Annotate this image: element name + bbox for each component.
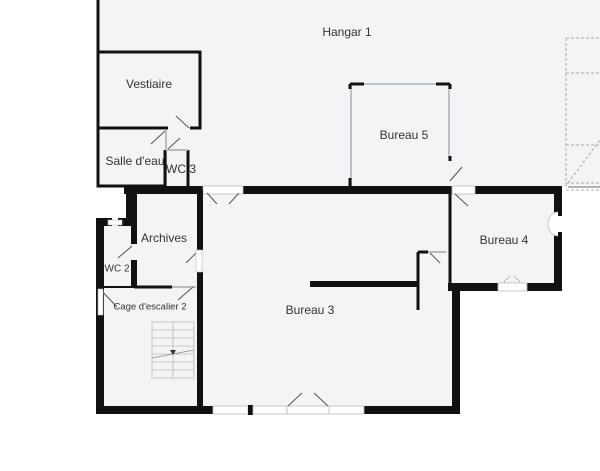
exterior-walls [96, 186, 562, 414]
room-label-hangar-1: Hangar 1 [322, 25, 372, 39]
dashed-outline [565, 37, 600, 191]
room-label-bureau-3: Bureau 3 [285, 303, 335, 317]
room-label-wc-3: WC 3 [166, 162, 196, 176]
room-label-bureau-5: Bureau 5 [379, 128, 429, 142]
room-label-bureau-4: Bureau 4 [479, 233, 529, 247]
vestiaire-walls [96, 50, 202, 130]
room-label-wc-2: WC 2 [104, 263, 130, 275]
stairs-down-arrow-icon [170, 350, 176, 355]
room-label-vestiaire: Vestiaire [125, 77, 173, 91]
bottom-openings [212, 392, 365, 415]
room-label-cage-escalier-2: Cage d'escalier 2 [113, 301, 187, 313]
interior-walls [131, 190, 203, 410]
room-label-salle-deau: Salle d'eau [105, 154, 165, 168]
room-label-archives: Archives [140, 231, 188, 245]
